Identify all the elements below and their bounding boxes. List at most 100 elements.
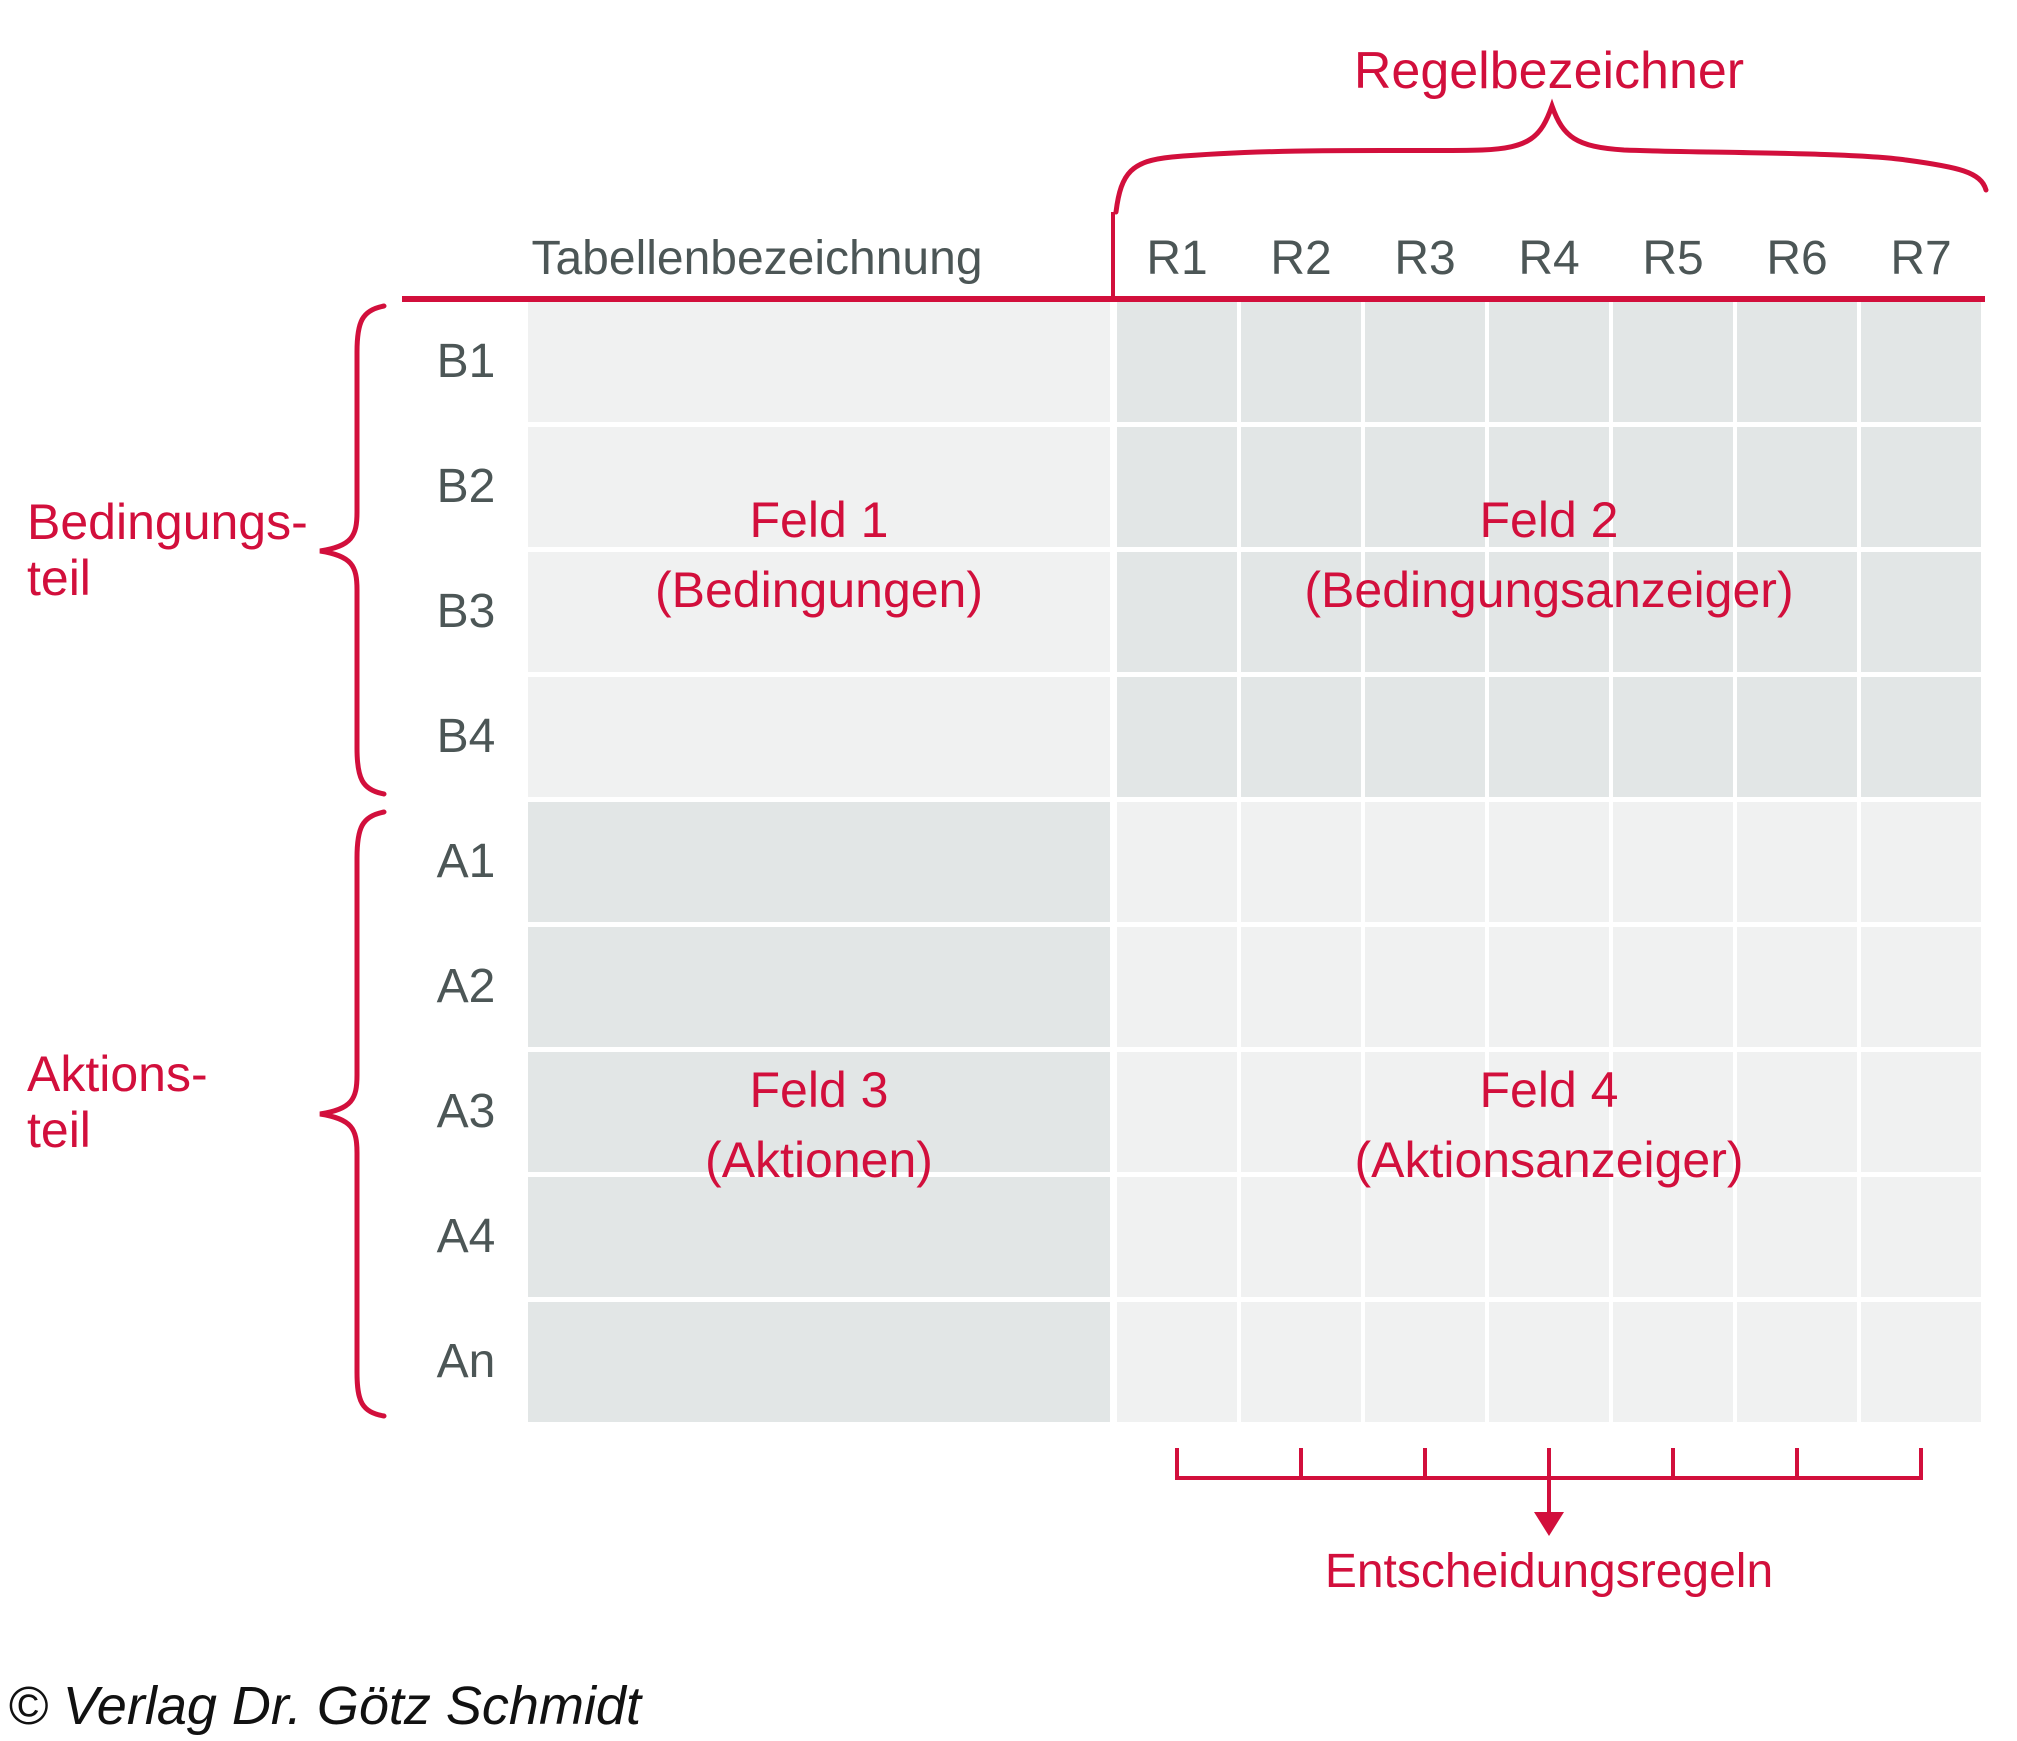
field4-line1: Feld 4 <box>1479 1062 1619 1118</box>
field1-label: Feld 1 (Bedingungen) <box>528 485 1110 625</box>
matrix-cell <box>1737 1302 1857 1422</box>
matrix-cell <box>1489 552 1609 672</box>
matrix-cell <box>1489 427 1609 547</box>
action-part-line1: Aktions- <box>27 1046 208 1102</box>
matrix-cell <box>1365 1302 1485 1422</box>
matrix-cell <box>1489 1177 1609 1297</box>
matrix-cell <box>1365 1052 1485 1172</box>
matrix-cell <box>1241 1302 1361 1422</box>
matrix-cell <box>1613 677 1733 797</box>
diagram-title: Regelbezeichner <box>1353 42 1745 100</box>
matrix-cell <box>1241 552 1361 672</box>
field4-label: Feld 4 (Aktionsanzeiger) <box>1117 1055 1981 1195</box>
row-label-b2: B2 <box>436 460 496 513</box>
row-label-a2: A2 <box>436 960 496 1013</box>
matrix-cell <box>1613 802 1733 922</box>
matrix-cell <box>528 427 1110 547</box>
matrix-cell <box>1737 677 1857 797</box>
matrix-cell <box>1861 927 1981 1047</box>
matrix-cell <box>1365 1177 1485 1297</box>
field3-label: Feld 3 (Aktionen) <box>528 1055 1110 1195</box>
matrix-cell <box>1365 927 1485 1047</box>
row-label-b4: B4 <box>436 710 496 763</box>
rule-column-header-r1: R1 <box>1146 232 1208 285</box>
matrix-cell <box>1737 1052 1857 1172</box>
matrix-cell <box>1613 302 1733 422</box>
action-part-line2: teil <box>27 1102 91 1158</box>
matrix-cell <box>1117 552 1237 672</box>
matrix-cell <box>528 677 1110 797</box>
matrix-cell <box>1117 427 1237 547</box>
matrix-cell <box>1861 427 1981 547</box>
action-part-label: Aktions- teil <box>27 1046 317 1158</box>
condition-part-brace <box>319 303 387 797</box>
matrix-cell <box>1861 302 1981 422</box>
rule-column-header-r2: R2 <box>1270 232 1332 285</box>
row-label-b1: B1 <box>436 335 496 388</box>
matrix-cell <box>1613 552 1733 672</box>
matrix-cell <box>1489 677 1609 797</box>
rule-columns-brace <box>1113 98 1989 215</box>
rule-column-header-r6: R6 <box>1766 232 1828 285</box>
matrix-cell <box>1613 1052 1733 1172</box>
rule-column-header-r5: R5 <box>1642 232 1704 285</box>
matrix-cell <box>528 552 1110 672</box>
matrix-cell <box>1613 427 1733 547</box>
matrix-cell <box>1365 302 1485 422</box>
condition-part-label: Bedingungs- teil <box>27 494 317 606</box>
matrix-cell <box>1241 802 1361 922</box>
matrix-cell <box>528 802 1110 922</box>
matrix-cell <box>1365 802 1485 922</box>
matrix-cell <box>1737 927 1857 1047</box>
matrix-cell <box>1737 302 1857 422</box>
row-label-a1: A1 <box>436 835 496 888</box>
field2-line1: Feld 2 <box>1479 492 1619 548</box>
matrix-cell <box>1117 1052 1237 1172</box>
down-arrowhead-icon <box>1534 1512 1564 1536</box>
field3-line2: (Aktionen) <box>705 1132 933 1188</box>
field4-line2: (Aktionsanzeiger) <box>1354 1132 1744 1188</box>
matrix-cell <box>1737 427 1857 547</box>
rule-column-header-r7: R7 <box>1890 232 1952 285</box>
condition-part-line2: teil <box>27 550 91 606</box>
matrix-cell <box>1241 927 1361 1047</box>
matrix-cell <box>1117 802 1237 922</box>
matrix-cell <box>1489 302 1609 422</box>
matrix-cell <box>1489 1052 1609 1172</box>
header-divider-line <box>1111 212 1115 300</box>
matrix-cell <box>528 1302 1110 1422</box>
matrix-cell <box>528 1177 1110 1297</box>
condition-part-line1: Bedingungs- <box>27 494 308 550</box>
field3-line1: Feld 3 <box>749 1062 889 1118</box>
row-label-a4: A4 <box>436 1210 496 1263</box>
action-part-brace <box>319 809 387 1419</box>
matrix-cell <box>1737 552 1857 672</box>
matrix-cell <box>1861 552 1981 672</box>
copyright-notice: © Verlag Dr. Götz Schmidt <box>8 1676 641 1736</box>
matrix-cell <box>1117 927 1237 1047</box>
rule-column-header-r4: R4 <box>1518 232 1580 285</box>
bottom-bracket-ticks <box>1175 1448 1923 1478</box>
matrix-cell <box>1365 552 1485 672</box>
matrix-cell <box>1489 1302 1609 1422</box>
matrix-cell <box>1241 302 1361 422</box>
row-label-a3: A3 <box>436 1085 496 1138</box>
matrix-cell <box>1613 1302 1733 1422</box>
table-name-header: Tabellenbezeichnung <box>531 232 983 285</box>
matrix-cell <box>1613 1177 1733 1297</box>
matrix-cell <box>1241 1177 1361 1297</box>
row-label-b3: B3 <box>436 585 496 638</box>
matrix-cell <box>528 927 1110 1047</box>
matrix-cell <box>528 302 1110 422</box>
field2-line2: (Bedingungsanzeiger) <box>1304 562 1794 618</box>
matrix-cell <box>1489 927 1609 1047</box>
matrix-cell <box>1861 802 1981 922</box>
matrix-cell <box>1365 427 1485 547</box>
matrix-cell <box>1117 1302 1237 1422</box>
matrix-cell <box>1737 802 1857 922</box>
field1-line2: (Bedingungen) <box>654 562 984 618</box>
field2-label: Feld 2 (Bedingungsanzeiger) <box>1117 485 1981 625</box>
table-top-line <box>402 296 1985 302</box>
field1-line1: Feld 1 <box>749 492 889 548</box>
